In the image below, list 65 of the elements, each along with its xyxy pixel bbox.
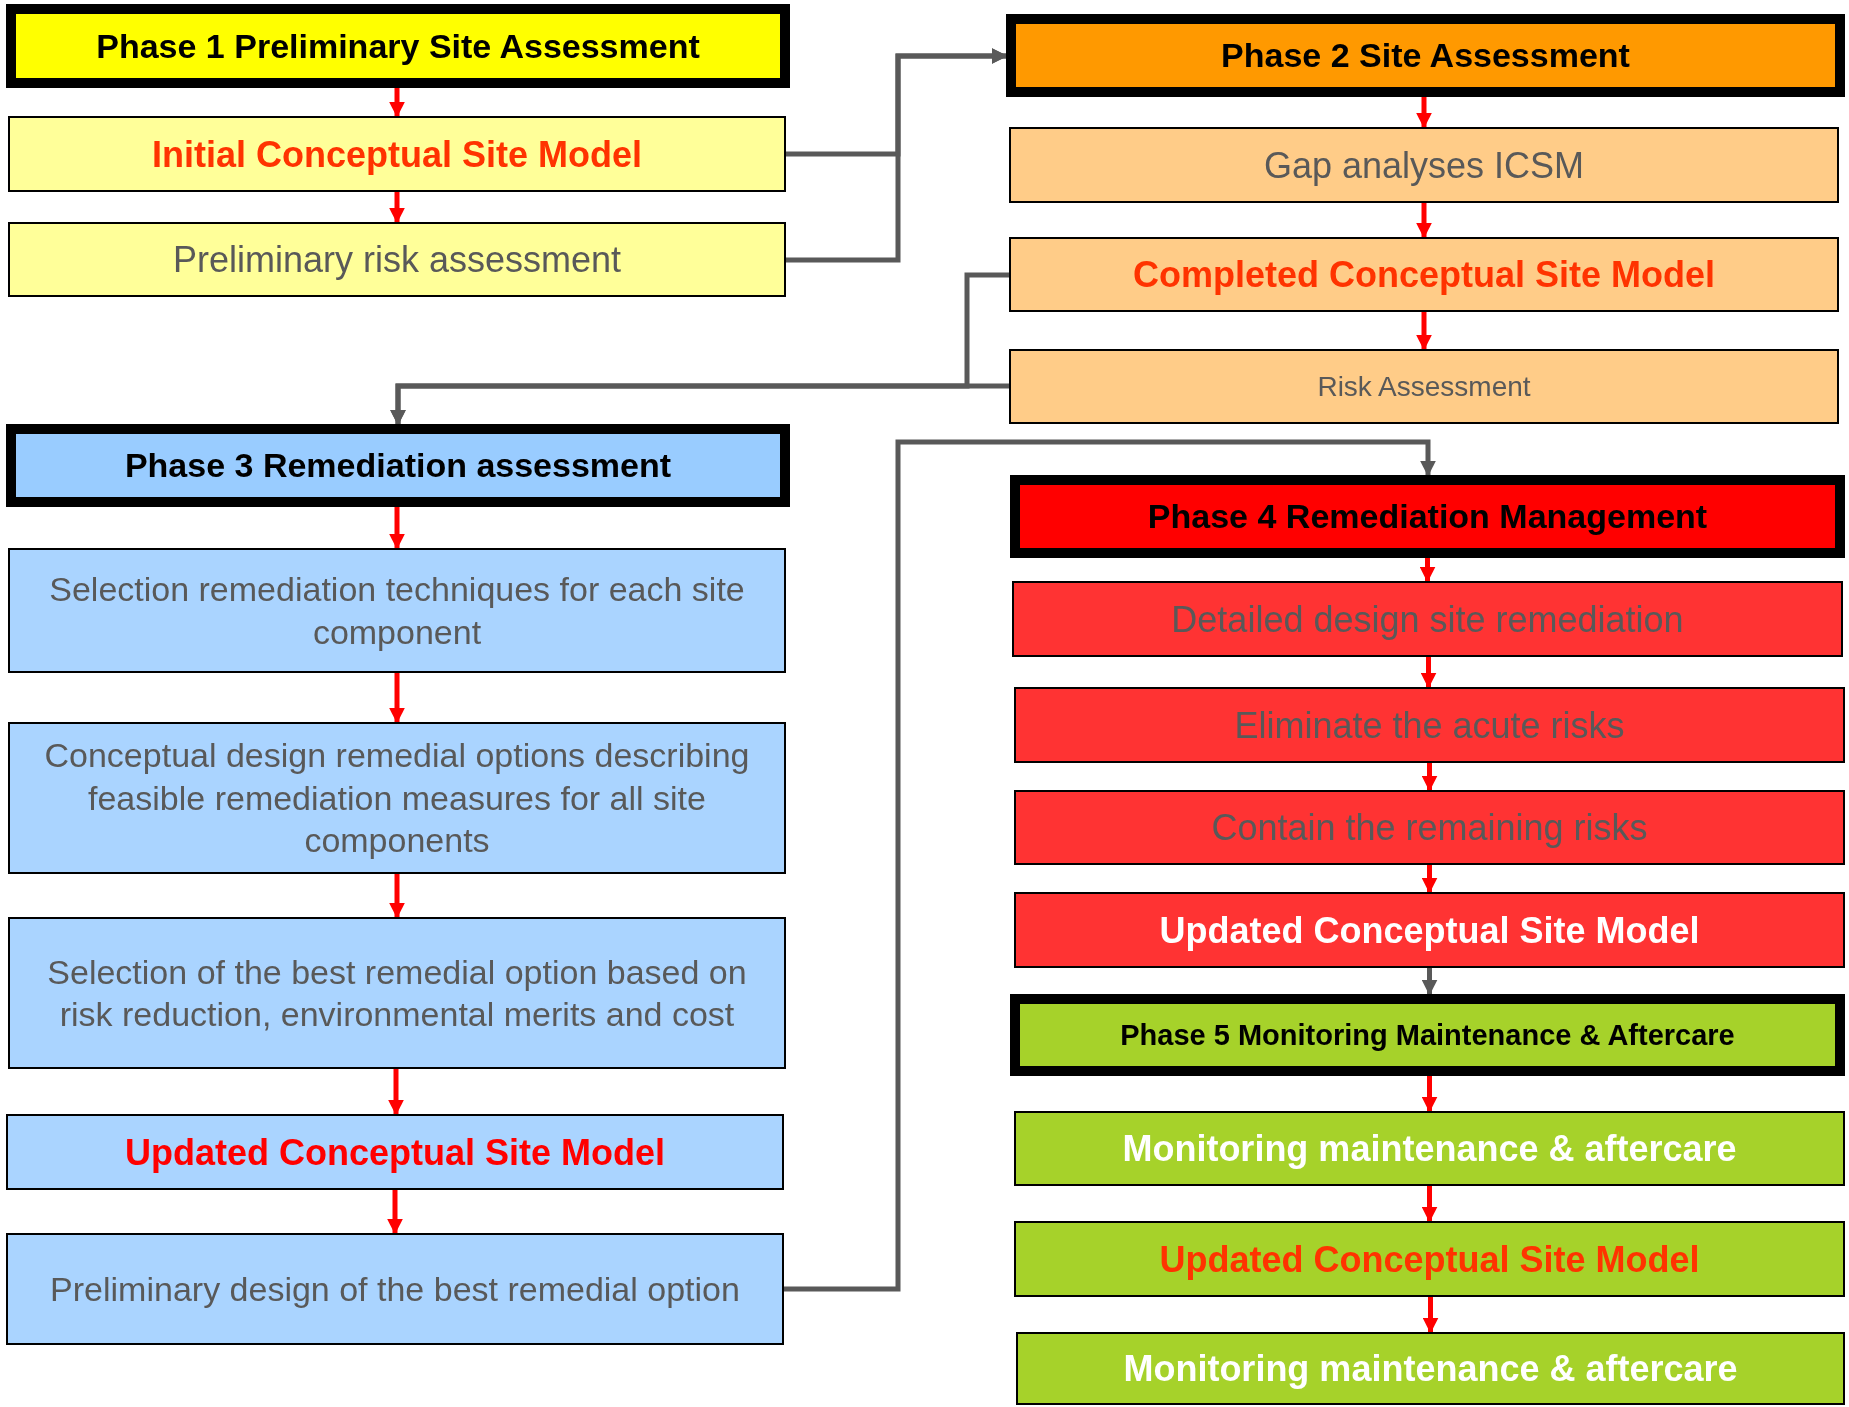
process-box: [6, 1233, 784, 1345]
step-label: Preliminary design of the best remedial option: [50, 1268, 740, 1310]
arrow: [1416, 312, 1432, 351]
process-box: [1012, 581, 1843, 657]
phase-title: Phase 1 Preliminary Site Assessment: [96, 25, 700, 67]
phase-header-box: [6, 4, 790, 88]
process-box: [8, 116, 786, 192]
process-box: [1009, 127, 1839, 203]
arrow: [1421, 1076, 1438, 1113]
arrow: [786, 48, 1008, 263]
process-box: [1014, 1221, 1845, 1297]
arrow: [388, 1069, 404, 1116]
arrow: [387, 1190, 403, 1235]
process-box: [8, 722, 786, 874]
arrow: [389, 507, 405, 550]
step-label: Conceptual design remedial options describing feasible remediation measures for all site components: [43, 735, 751, 862]
process-box: [1014, 790, 1845, 865]
step-label: Selection remediation techniques for each site component: [48, 569, 746, 653]
step-label: Monitoring maintenance & aftercare: [1123, 1347, 1738, 1391]
arrow: [389, 874, 405, 919]
process-box: [1016, 1332, 1845, 1405]
process-box: [1014, 892, 1845, 968]
phase-title: Phase 5 Monitoring Maintenance & Aftercare: [1120, 1017, 1735, 1053]
step-label: Monitoring maintenance & aftercare: [1122, 1127, 1737, 1171]
process-box: [1009, 349, 1839, 424]
arrow: [1422, 1297, 1439, 1334]
phase-title: Phase 4 Remediation Management: [1147, 496, 1708, 538]
step-label: Preliminary risk assessment: [172, 238, 622, 282]
process-box: [1014, 687, 1845, 763]
process-box: [8, 222, 786, 297]
process-box: [1014, 1111, 1845, 1186]
arrow: [390, 383, 1009, 426]
step-label: Gap analyses ICSM: [1263, 143, 1585, 188]
arrow: [1420, 657, 1437, 689]
step-label: Risk Assessment: [1317, 370, 1531, 404]
arrow: [389, 192, 405, 224]
arrow: [784, 439, 1436, 1292]
step-label: Completed Conceptual Site Model: [1132, 253, 1715, 297]
step-label: Selection of the best remedial option based on risk reduction, environmental merits and cost: [46, 951, 748, 1035]
step-label: Updated Conceptual Site Model: [124, 1130, 665, 1175]
step-label: Eliminate the acute risks: [1234, 703, 1625, 748]
step-label: Updated Conceptual Site Model: [1159, 908, 1700, 953]
phase-header-box: [1010, 475, 1845, 558]
phase-header-box: [1006, 14, 1845, 97]
arrow: [1421, 1186, 1438, 1223]
arrow: [1421, 865, 1438, 894]
arrow: [1419, 558, 1436, 583]
step-label: Detailed design site remediation: [1171, 597, 1684, 642]
phase-header-box: [1010, 994, 1845, 1076]
arrow: [389, 88, 405, 118]
arrow: [1421, 763, 1438, 792]
arrow: [1421, 968, 1438, 996]
process-box: [8, 917, 786, 1069]
step-label: Updated Conceptual Site Model: [1159, 1237, 1700, 1282]
phase-title: Phase 2 Site Assessment: [1221, 35, 1630, 77]
step-label: Initial Conceptual Site Model: [151, 132, 642, 177]
process-box: [1009, 237, 1839, 312]
process-box: [8, 548, 786, 673]
arrow: [1416, 203, 1432, 239]
arrow: [389, 673, 405, 724]
phase-title: Phase 3 Remediation assessment: [124, 445, 672, 487]
step-label: Contain the remaining risks: [1211, 806, 1648, 850]
phase-header-box: [6, 424, 790, 507]
arrow: [1416, 97, 1432, 129]
process-box: [6, 1114, 784, 1190]
